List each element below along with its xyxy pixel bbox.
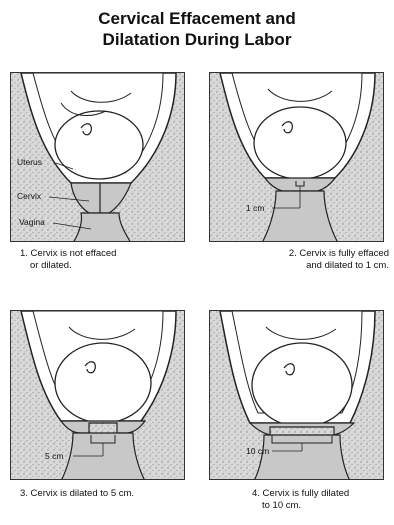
caption-stage-2-line-1: 2. Cervix is fully effaced (214, 248, 389, 260)
title-line-1: Cervical Effacement and (0, 8, 394, 29)
caption-stage-1-line-1: 1. Cervix is not effaced (20, 248, 116, 260)
measure-10cm-label: 10 cm (246, 446, 269, 456)
label-uterus: Uterus (17, 157, 42, 167)
diagram-title: Cervical Effacement and Dilatation Durin… (0, 8, 394, 50)
title-line-2: Dilatation During Labor (0, 29, 394, 50)
caption-stage-4: 4. Cervix is fully dilated to 10 cm. (206, 488, 381, 511)
measure-1cm-label: 1 cm (246, 203, 264, 213)
panel-stage-1: Uterus Cervix Vagina (10, 72, 185, 242)
panel-stage-3: 5 cm (10, 310, 185, 480)
caption-stage-1: 1. Cervix is not effaced or dilated. (20, 248, 116, 271)
caption-stage-3: 3. Cervix is dilated to 5 cm. (20, 488, 134, 500)
panel-stage-4: 10 cm (209, 310, 384, 480)
caption-stage-2: 2. Cervix is fully effaced and dilated t… (214, 248, 389, 271)
label-vagina: Vagina (19, 217, 45, 227)
caption-stage-3-line-1: 3. Cervix is dilated to 5 cm. (20, 488, 134, 500)
caption-stage-1-line-2: or dilated. (20, 260, 116, 272)
caption-stage-4-line-1: 4. Cervix is fully dilated (252, 488, 381, 500)
label-cervix: Cervix (17, 191, 41, 201)
caption-stage-4-line-2: to 10 cm. (252, 500, 381, 512)
caption-stage-2-line-2: and dilated to 1 cm. (214, 260, 389, 272)
measure-5cm-label: 5 cm (45, 451, 63, 461)
panel-stage-2: 1 cm (209, 72, 384, 242)
